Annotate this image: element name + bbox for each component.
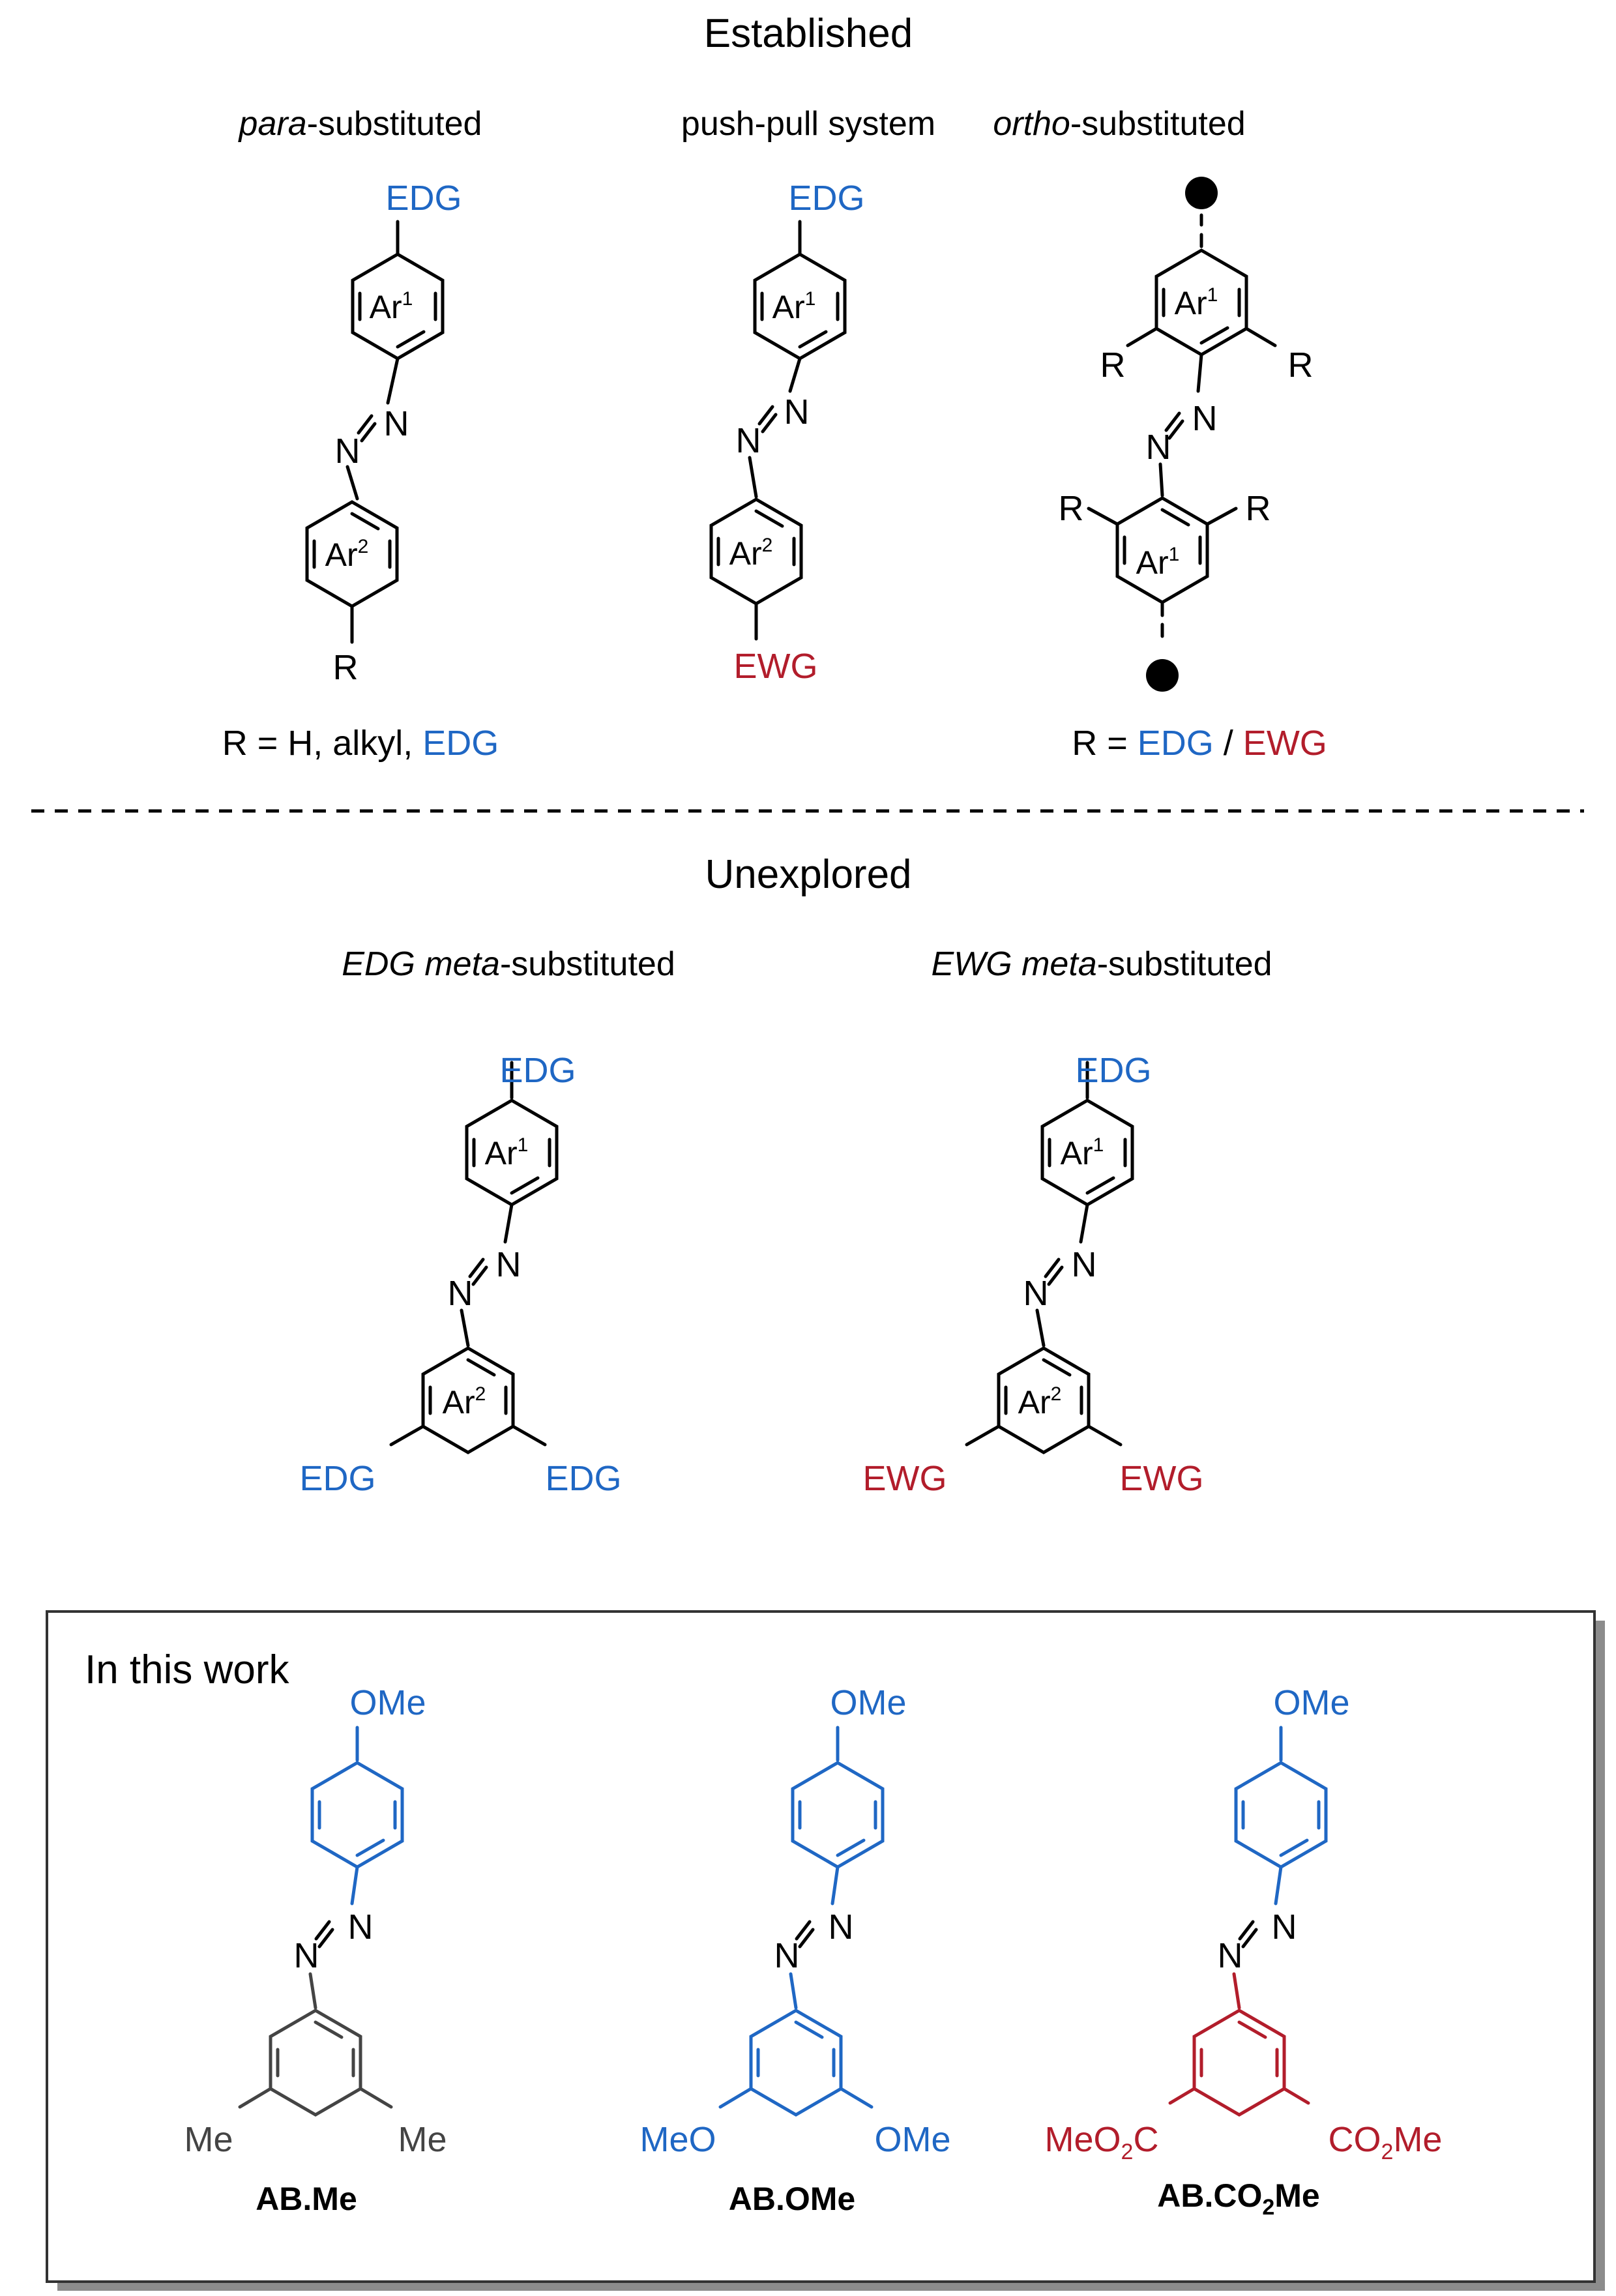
ab-me-ring-bottom — [269, 2009, 362, 2117]
ab-me-me-left: Me — [184, 2120, 233, 2159]
para-ring-ar1: Ar1 — [351, 252, 445, 361]
ab-co2me-name: AB.CO2Me — [1157, 2177, 1320, 2220]
ortho-top-dot — [1185, 177, 1218, 209]
svg-text:Ar2: Ar2 — [325, 536, 369, 573]
edg-meta-structure: EDG Ar1 N N Ar2 EDG EDG — [299, 1051, 621, 1498]
ortho-legend: R = EDG / EWG — [1072, 724, 1327, 763]
ortho-r-3: R — [1059, 489, 1084, 528]
ab-me-ome: OMe — [349, 1683, 426, 1722]
ortho-r-4: R — [1246, 489, 1271, 528]
ortho-structure: Ar1 R R N N Ar1 R R — [1059, 177, 1314, 692]
pushpull-top-edg: EDG — [788, 179, 864, 218]
edg-meta-ring-ar1: Ar1 — [465, 1098, 559, 1207]
edg-meta-n-lower: N — [448, 1274, 473, 1313]
svg-text:Ar1: Ar1 — [1175, 284, 1218, 321]
work-box — [46, 1610, 1596, 2283]
para-legend: R = H, alkyl, EDG — [222, 724, 499, 763]
ab-ome-ome-right: OMe — [874, 2120, 950, 2159]
ewg-meta-top-edg: EDG — [1075, 1051, 1151, 1090]
ortho-ring-bottom: Ar1 — [1115, 496, 1209, 604]
work-title: In this work — [85, 1647, 290, 1692]
ab-co2me-n-upper: N — [1272, 1907, 1297, 1947]
ab-me-n-lower: N — [294, 1936, 319, 1975]
ab-co2me-ring-bottom — [1192, 2009, 1286, 2117]
ab-ome-n-lower: N — [774, 1936, 800, 1975]
para-ring-ar2: Ar2 — [305, 500, 399, 608]
svg-text:Ar1: Ar1 — [370, 288, 413, 325]
compound-ab-co2me: OMe N N MeO2C CO2Me AB.CO2Me — [1045, 1683, 1443, 2220]
ortho-n-upper: N — [1192, 399, 1218, 438]
edg-meta-top-edg: EDG — [499, 1051, 576, 1090]
edg-meta-ring-ar2: Ar2 — [421, 1346, 515, 1454]
unexplored-title: Unexplored — [705, 852, 911, 897]
established-title: Established — [704, 11, 913, 56]
pushpull-ring-ar1: Ar1 — [753, 252, 847, 361]
para-n-lower: N — [335, 432, 360, 471]
pushpull-ring-ar2: Ar2 — [709, 497, 803, 606]
ewg-meta-ring-ar2: Ar2 — [997, 1346, 1091, 1454]
svg-text:Ar1: Ar1 — [772, 288, 816, 325]
svg-text:Ar1: Ar1 — [1136, 544, 1180, 581]
svg-text:Ar2: Ar2 — [443, 1383, 486, 1420]
ab-ome-top-ome: OMe — [830, 1683, 906, 1722]
ortho-ring-top: Ar1 — [1154, 248, 1248, 357]
svg-text:Ar1: Ar1 — [1061, 1134, 1104, 1171]
svg-text:Ar2: Ar2 — [729, 535, 773, 572]
edg-meta-left-edg: EDG — [299, 1459, 375, 1498]
ab-ome-meo-left: MeO — [639, 2120, 716, 2159]
edg-meta-right-edg: EDG — [545, 1459, 621, 1498]
ab-me-n-upper: N — [348, 1907, 374, 1947]
ab-ome-n-upper: N — [829, 1907, 854, 1947]
ewg-meta-structure: EDG Ar1 N N Ar2 EWG EWG — [863, 1051, 1204, 1498]
ortho-header: ortho-substituted — [993, 105, 1245, 143]
pushpull-ewg: EWG — [734, 647, 818, 686]
svg-text:Ar2: Ar2 — [1018, 1383, 1062, 1420]
ab-me-me-right: Me — [398, 2120, 447, 2159]
ab-me-name: AB.Me — [256, 2181, 357, 2217]
ewg-meta-header: EWG meta-substituted — [931, 945, 1272, 983]
ab-co2me-meo2c: MeO2C — [1045, 2120, 1159, 2164]
ortho-n-lower: N — [1146, 428, 1171, 467]
para-header: para-substituted — [238, 105, 482, 143]
ewg-meta-left-ewg: EWG — [863, 1459, 947, 1498]
edg-meta-n-upper: N — [496, 1245, 522, 1284]
pushpull-n-upper: N — [784, 392, 810, 432]
pushpull-n-lower: N — [736, 421, 761, 460]
para-top-edg: EDG — [385, 179, 462, 218]
compound-ab-me: OMe N N Me Me AB.Me — [184, 1683, 447, 2217]
para-structure: Ar1 EDG N N Ar2 R — [305, 179, 462, 687]
pushpull-structure: Ar1 EDG N N Ar2 EWG — [709, 179, 865, 686]
para-n-upper: N — [384, 404, 409, 443]
ortho-bottom-dot — [1146, 659, 1179, 692]
ewg-meta-n-upper: N — [1072, 1245, 1097, 1284]
ab-ome-name: AB.OMe — [729, 2181, 855, 2217]
ewg-meta-right-ewg: EWG — [1120, 1459, 1204, 1498]
ortho-r-1: R — [1100, 346, 1126, 385]
pushpull-header: push-pull system — [681, 105, 935, 143]
ab-co2me-n-lower: N — [1218, 1936, 1243, 1975]
compound-ab-ome: OMe N N MeO OMe AB.OMe — [639, 1683, 950, 2217]
ab-ome-ring-bottom — [749, 2009, 843, 2117]
ortho-r-2: R — [1288, 346, 1314, 385]
ewg-meta-ring-ar1: Ar1 — [1040, 1098, 1134, 1207]
ewg-meta-n-lower: N — [1023, 1274, 1049, 1313]
edg-meta-header: EDG meta-substituted — [342, 945, 675, 983]
para-r: R — [333, 648, 359, 687]
ab-co2me-top-ome: OMe — [1273, 1683, 1349, 1722]
svg-text:Ar1: Ar1 — [485, 1134, 529, 1171]
ab-co2me-co2me: CO2Me — [1329, 2120, 1443, 2164]
